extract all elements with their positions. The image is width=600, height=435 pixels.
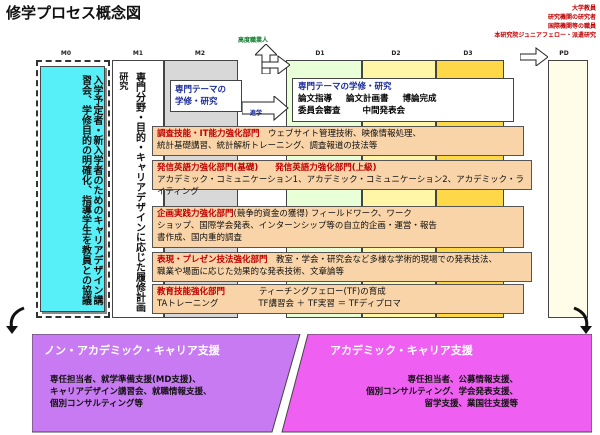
dept-body: 統計基礎講習、統計解析トレーニング、調査報道の技法等 — [157, 141, 378, 151]
stage-label-m1: M1 — [132, 50, 144, 57]
stage-label-d2: D2 — [391, 50, 401, 57]
academic-career-line: 大学教員 — [571, 5, 596, 12]
non-academic-line: 専任担当者、就学準備支援(MD支援)、 — [50, 375, 201, 385]
doctoral-study-box: 専門テーマの学修・研究 論文指導 論文計画書 博論完成 委員会審査 中間発表会 — [292, 78, 514, 122]
page-title: 修学プロセス概念図 — [6, 4, 142, 22]
dept-body: ウェブサイト管理技術、映像情報処理、 — [267, 129, 421, 139]
m0-text: 入学予定者・新入学者のためのキャリアデザイン講習会、学修目的の明確化、指導学生を… — [79, 75, 103, 305]
dept-heading: 教育技能強化部門 — [157, 287, 226, 297]
milestone-thesis-guidance: 論文指導 — [298, 94, 333, 104]
dept-presentation: 表現・プレゼン技法強化部門 教室・学会・研究会など多様な学術的現場での発表技法、… — [152, 252, 532, 282]
non-academic-line: 個別コンサルティング等 — [50, 399, 143, 409]
m1-header: 研究 — [117, 72, 128, 90]
dept-planning: 企画実践力強化部門(競争的資金の獲得) フィールドワーク、ワーク ショップ、国際… — [152, 206, 524, 248]
m2-study-line: 学修・研究 — [175, 97, 218, 107]
milestone-thesis-complete: 博論完成 — [402, 94, 437, 104]
dept-teaching: 教育技能強化部門 ティーチングフェロー(TF)の育成 TAトレーニング TF講習会… — [152, 284, 524, 314]
label-academic-careers: 大学教員 研究機関の研究者 国際機関等の職員 本研究院ジュニアフェロー・派遣研究 — [440, 4, 596, 40]
academic-title: アカデミック・キャリア支援 — [330, 344, 473, 357]
m2-study-line: 専門テーマの — [175, 85, 227, 95]
stage-label-m0: M0 — [60, 50, 72, 57]
m1-text: 専門分野・目的・キャリアデザインに応じた履修計画 — [133, 72, 145, 312]
m2-study-box: 専門テーマの 学修・研究 — [170, 80, 242, 112]
stage-label-pd: PD — [559, 50, 569, 57]
dept-body: TAトレーニング — [157, 299, 219, 309]
exit-arrow-professional — [255, 44, 277, 74]
dept-body: 書作成、国内重的調査 — [157, 233, 243, 243]
career-support-panels — [32, 334, 592, 433]
progression-label: 進学 — [250, 110, 263, 117]
non-academic-lines: 専任担当者、就学準備支援(MD支援)、 キャリアデザイン講習会、就職情報支援、 … — [50, 374, 212, 410]
return-arrow-right — [573, 306, 592, 334]
non-academic-title: ノン・アカデミック・キャリア支援 — [44, 344, 220, 357]
m0-box: 入学予定者・新入学者のためのキャリアデザイン講習会、学修目的の明確化、指導学生を… — [40, 66, 105, 312]
dept-heading: 発信英語力強化部門(基礎) — [157, 163, 259, 173]
dept-body: (競争的資金の獲得) フィールドワーク、ワーク — [233, 209, 412, 219]
dept-heading: 調査技能・IT能力強化部門 — [157, 129, 260, 139]
academic-line: 専任担当者、公募情報支援、 — [407, 375, 518, 385]
stage-label-m2: M2 — [194, 50, 206, 57]
dept-research-it: 調査技能・IT能力強化部門 ウェブサイト管理技術、映像情報処理、 統計基礎講習、… — [152, 126, 524, 156]
dept-heading: 表現・プレゼン技法強化部門 — [157, 255, 268, 265]
exit-arrow-right — [262, 55, 290, 74]
academic-career-line: 本研究院ジュニアフェロー・派遣研究 — [494, 32, 596, 39]
exit-arrow-pd — [520, 47, 548, 66]
progression-arrow — [242, 96, 289, 122]
academic-line: 個別コンサルティング、学会発表支援、 — [366, 387, 518, 397]
milestone-thesis-plan: 論文計画書 — [346, 94, 389, 104]
dept-body: 職業や場面に応じた効果的な発表技術、文章論等 — [157, 267, 345, 277]
non-academic-line: キャリアデザイン講習会、就職情報支援、 — [50, 387, 212, 397]
dept-heading-advanced: 発信英語力強化部門(上級) — [275, 163, 377, 173]
label-professional: 高度職業人 — [238, 37, 269, 44]
dept-english: 発信英語力強化部門(基礎) 発信英語力強化部門(上級) アカデミック・コミュニケ… — [152, 160, 532, 197]
academic-line: 留学支援、業国往支援等 — [424, 399, 518, 409]
doctoral-row-2: 委員会審査 中間発表会 — [298, 105, 508, 117]
column-pd — [548, 60, 588, 318]
academic-lines: 専任担当者、公募情報支援、 個別コンサルティング、学会発表支援、 留学支援、業国… — [318, 374, 518, 410]
stage-label-d3: D3 — [463, 50, 473, 57]
stage-label-d1: D1 — [315, 50, 325, 57]
milestone-midterm-presentation: 中間発表会 — [362, 106, 406, 116]
dept-body: アカデミック・コミュニケーション1、アカデミック・コミュニケーション2、アカデミ… — [157, 175, 524, 197]
dept-body: ティーチングフェロー(TF)の育成 — [259, 287, 386, 297]
doctoral-study-title: 専門テーマの学修・研究 — [298, 82, 392, 92]
doctoral-row-1: 論文指導 論文計画書 博論完成 — [298, 93, 508, 105]
dept-heading: 企画実践力強化部門 — [157, 209, 234, 219]
dept-body: TF講習会 ＋ TF実習 ＝ TFディプロマ — [258, 299, 401, 309]
academic-career-line: 研究機関の研究者 — [547, 14, 596, 21]
return-arrow-left — [6, 306, 25, 334]
dept-body: ショップ、国際学会発表、インターンシップ等の自立的企画・運営・報告 — [157, 221, 437, 231]
academic-career-line: 国際機関等の職員 — [547, 23, 596, 30]
dept-body: 教室・学会・研究会など多様な学術的現場での発表技法、 — [276, 255, 498, 265]
milestone-committee-review: 委員会審査 — [298, 106, 341, 116]
